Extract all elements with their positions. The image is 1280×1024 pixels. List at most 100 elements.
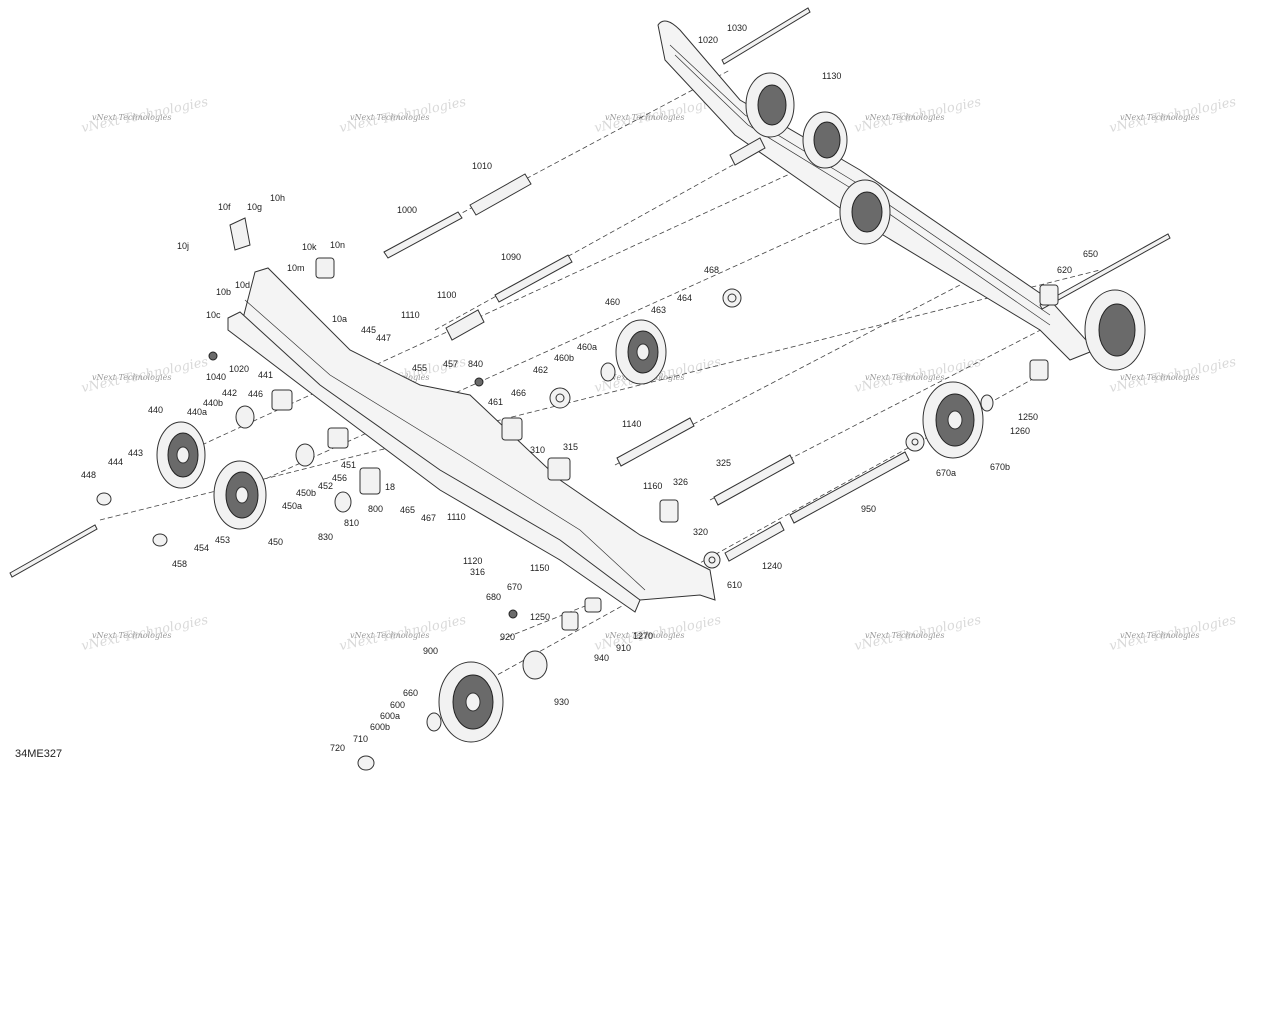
part-callout-910: 910 — [616, 643, 631, 653]
part-callout-1100: 1100 — [437, 290, 456, 300]
part-callout-10g: 10g — [247, 202, 262, 212]
part-callout-316: 316 — [470, 567, 485, 577]
watermark-text: vNext Technologies — [350, 631, 429, 640]
part-callout-443: 443 — [128, 448, 143, 458]
part-callout-467: 467 — [421, 513, 436, 523]
part-callout-10d: 10d — [235, 280, 250, 290]
part-callout-452: 452 — [318, 481, 333, 491]
watermark-text: vNext Technologies — [865, 373, 944, 382]
part-callout-1250: 1250 — [1018, 412, 1038, 422]
wheel-far-3 — [839, 179, 891, 245]
part-callout-315: 315 — [563, 442, 578, 452]
part-callout-660: 660 — [403, 688, 418, 698]
part-callout-650: 650 — [1083, 249, 1098, 259]
part-callout-840: 840 — [468, 359, 483, 369]
wheel-rear-right — [1084, 289, 1146, 371]
part-callout-1020: 1020 — [229, 364, 249, 374]
part-callout-440: 440 — [148, 405, 163, 415]
part-callout-1010: 1010 — [472, 161, 492, 171]
part-callout-456: 456 — [332, 473, 347, 483]
wheel-440 — [156, 421, 206, 489]
part-callout-440b: 440b — [203, 398, 223, 408]
part-callout-464: 464 — [677, 293, 692, 303]
idler-wheels — [156, 72, 1146, 743]
watermark-text: vNext Technologies — [605, 113, 684, 122]
part-callout-620: 620 — [1057, 265, 1072, 275]
part-callout-610: 610 — [727, 580, 742, 590]
part-callout-680: 680 — [486, 592, 501, 602]
part-callout-1140: 1140 — [622, 419, 641, 429]
part-callout-460a: 460a — [577, 342, 597, 352]
cross-shafts — [9, 7, 1171, 578]
part-callout-440a: 440a — [187, 407, 207, 417]
part-callout-710: 710 — [353, 734, 368, 744]
part-callout-455: 455 — [412, 363, 427, 373]
near-side-rail — [227, 267, 716, 613]
wheel-far-1 — [745, 72, 795, 138]
part-callout-10h: 10h — [270, 193, 285, 203]
part-callout-458: 458 — [172, 559, 187, 569]
part-callout-442: 442 — [222, 388, 237, 398]
watermark-text: vNext Technologies — [1120, 113, 1199, 122]
part-callout-460: 460 — [605, 297, 620, 307]
part-callout-1160: 1160 — [643, 481, 662, 491]
part-callout-600: 600 — [390, 700, 405, 710]
part-callout-457: 457 — [443, 359, 458, 369]
part-callout-940: 940 — [594, 653, 609, 663]
part-callout-450: 450 — [268, 537, 283, 547]
figure-id: 34ME327 — [15, 748, 62, 760]
part-callout-448: 448 — [81, 470, 96, 480]
part-callout-465: 465 — [400, 505, 415, 515]
part-callout-466: 466 — [511, 388, 526, 398]
watermark-text: vNext Technologies — [350, 113, 429, 122]
watermark-text: vNext Technologies — [92, 113, 171, 122]
watermark-text: vNext Technologies — [865, 113, 944, 122]
part-callout-1270: 1270 — [633, 631, 653, 641]
part-callout-920: 920 — [500, 632, 515, 642]
part-callout-1040: 1040 — [206, 372, 226, 382]
part-callout-1020: 1020 — [698, 35, 718, 45]
wheel-450 — [213, 460, 267, 530]
part-callout-800: 800 — [368, 504, 383, 514]
wheel-far-2 — [802, 111, 848, 169]
part-callout-1260: 1260 — [1010, 426, 1030, 436]
part-callout-453: 453 — [215, 535, 230, 545]
part-callout-310: 310 — [530, 445, 545, 455]
small-components — [96, 217, 1059, 771]
watermark-text: vNext Technologies — [92, 373, 171, 382]
watermark-text: vNext Technologies — [92, 631, 171, 640]
part-callout-1130: 1130 — [822, 71, 841, 81]
part-callout-670a: 670a — [936, 468, 956, 478]
part-callout-463: 463 — [651, 305, 666, 315]
part-callout-810: 810 — [344, 518, 359, 528]
part-callout-10f: 10f — [218, 202, 231, 212]
part-callout-720: 720 — [330, 743, 345, 753]
part-callout-1150: 1150 — [530, 563, 549, 573]
part-callout-446: 446 — [248, 389, 263, 399]
part-callout-10m: 10m — [287, 263, 305, 273]
part-callout-10j: 10j — [177, 241, 189, 251]
part-callout-930: 930 — [554, 697, 569, 707]
part-callout-444: 444 — [108, 457, 123, 467]
part-callout-441: 441 — [258, 370, 273, 380]
part-callout-451: 451 — [341, 460, 356, 470]
watermark-text: vNext Technologies — [1120, 373, 1199, 382]
part-callout-10a: 10a — [332, 314, 347, 324]
part-callout-830: 830 — [318, 532, 333, 542]
part-callout-600a: 600a — [380, 711, 400, 721]
part-callout-10n: 10n — [330, 240, 345, 250]
wheel-600 — [438, 661, 504, 743]
part-callout-1000: 1000 — [397, 205, 417, 215]
part-callout-1030: 1030 — [727, 23, 747, 33]
part-callout-450a: 450a — [282, 501, 302, 511]
watermark-text: vNext Technologies — [605, 631, 684, 640]
part-callout-461: 461 — [488, 397, 503, 407]
part-callout-1250: 1250 — [530, 612, 550, 622]
part-callout-460b: 460b — [554, 353, 574, 363]
wheel-460 — [615, 319, 667, 385]
watermark-text: vNext Technologies — [1120, 631, 1199, 640]
part-callout-445: 445 — [361, 325, 376, 335]
part-callout-320: 320 — [693, 527, 708, 537]
part-callout-950: 950 — [861, 504, 876, 514]
